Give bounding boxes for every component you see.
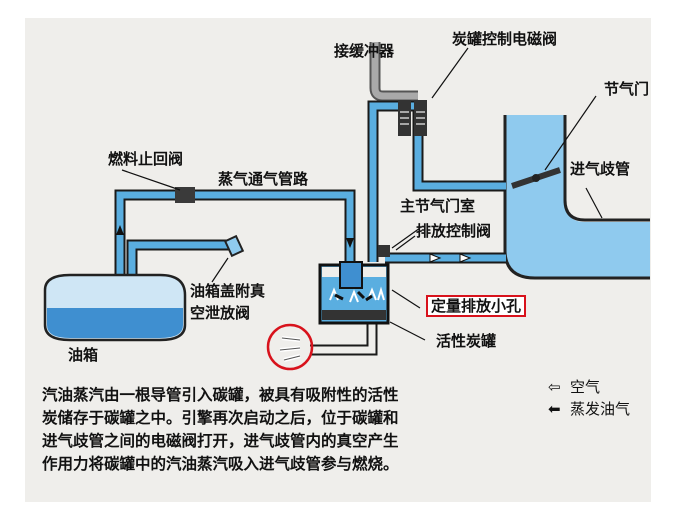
purge-solenoid-valve (398, 100, 427, 136)
purge-control-valve (378, 245, 390, 257)
charcoal-canister (318, 261, 390, 325)
label-main-throttle-chamber: 主节气门室 (400, 197, 476, 215)
description-line: 汽油蒸汽由一根导管引入碳罐，被具有吸附性的活性 (42, 386, 399, 404)
description-line: 进气歧管之间的电磁阀打开，进气歧管内的真空产生 (42, 432, 399, 450)
leader-lines (121, 47, 603, 341)
label-metered-orifice: 定量排放小孔 (426, 295, 527, 317)
label-throttle: 节气门 (604, 80, 650, 98)
solid-arrow-left-icon: ⬅ (548, 400, 561, 418)
legend-label: 蒸发油气 (570, 400, 631, 418)
label-filler-cap-valve-2: 空泄放阀 (190, 304, 251, 322)
intake-manifold (503, 115, 650, 280)
label-fuel-check-valve: 燃料止回阀 (108, 150, 184, 168)
air-inlet-highlight (266, 323, 314, 371)
label-canister: 活性炭罐 (436, 332, 497, 350)
fuel-tank (43, 273, 187, 342)
label-purge-control-valve: 排放控制阀 (416, 222, 492, 240)
description-line: 作用力将碳罐中的汽油蒸汽吸入进气歧管参与燃烧。 (42, 455, 399, 473)
label-filler-cap-valve-1: 油箱盖附真 (190, 282, 266, 300)
air-flow-arrow-icon (429, 253, 472, 263)
filler-cap-valve (223, 234, 245, 258)
label-buffer: 接缓冲器 (334, 42, 395, 60)
legend-item-air: ⇦ 空气 (548, 376, 630, 398)
legend: ⇦ 空气 ⬅ 蒸发油气 (548, 376, 630, 420)
label-intake-manifold: 进气歧管 (570, 160, 631, 178)
description: 汽油蒸汽由一根导管引入碳罐，被具有吸附性的活性 炭储存于碳罐之中。引擎再次启动之… (42, 384, 502, 476)
label-fuel-tank: 油箱 (68, 346, 99, 364)
description-line: 炭储存于碳罐之中。引擎再次启动之后，位于碳罐和 (42, 409, 399, 427)
label-purge-solenoid: 炭罐控制电磁阀 (452, 30, 558, 48)
fuel-check-valve (175, 187, 195, 203)
legend-item-vapor: ⬅ 蒸发油气 (548, 398, 630, 420)
hollow-arrow-left-icon: ⇦ (548, 378, 561, 396)
legend-label: 空气 (570, 378, 601, 396)
throttle-plate (511, 167, 561, 189)
label-vapor-line: 蒸气通气管路 (218, 170, 309, 188)
